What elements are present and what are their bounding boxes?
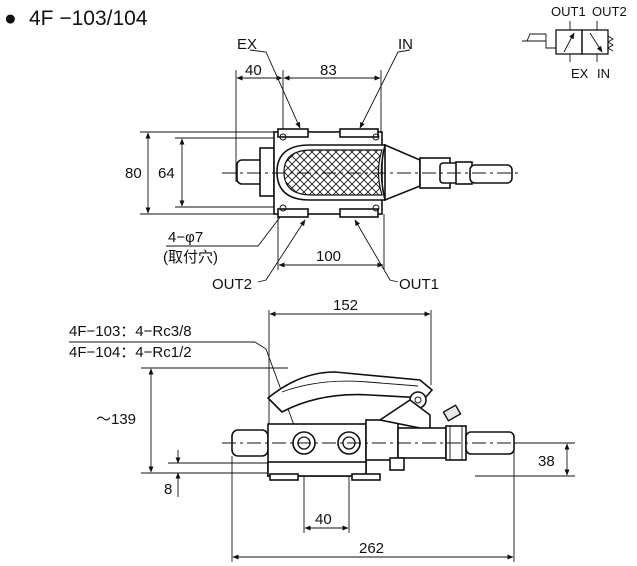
dim-152: 152 xyxy=(333,297,358,314)
title-bullet: ● xyxy=(4,7,17,30)
page-title: 4F −103/104 xyxy=(29,7,148,30)
dim-139: ～139 xyxy=(96,411,136,428)
symbol-label-ex: EX xyxy=(571,66,589,81)
dim-83: 83 xyxy=(320,62,337,79)
port-label-out2: OUT2 xyxy=(212,276,252,293)
port-label-in: IN xyxy=(398,36,413,53)
port-label-out1: OUT1 xyxy=(399,276,439,293)
top-view: 40 83 80 64 100 EX IN OUT2 OUT1 4−φ7 (取付… xyxy=(125,36,520,293)
dim-38: 38 xyxy=(538,453,555,470)
symbol-label-in: IN xyxy=(597,66,610,81)
dim-64: 64 xyxy=(158,165,175,182)
dim-8: 8 xyxy=(164,481,172,498)
mounting-hole-spec: 4−φ7 xyxy=(168,229,203,246)
port-label-ex: EX xyxy=(237,36,257,53)
valve-symbol: OUT1 OUT2 EX IN xyxy=(522,4,627,81)
dim-100: 100 xyxy=(316,248,341,265)
port-spec-103: 4F−103：4−Rc3/8 xyxy=(69,323,192,340)
port-spec-104: 4F−104：4−Rc1/2 xyxy=(69,344,192,361)
dim-80: 80 xyxy=(125,165,142,182)
dim-40-top: 40 xyxy=(245,62,262,79)
dim-262: 262 xyxy=(359,540,384,557)
side-view: 4F−103：4−Rc3/8 4F−104：4−Rc1/2 152 ～139 8… xyxy=(69,297,575,562)
dim-40-side: 40 xyxy=(315,511,332,528)
symbol-label-out1: OUT1 xyxy=(551,4,586,19)
mounting-hole-note: (取付穴) xyxy=(163,249,218,266)
symbol-label-out2: OUT2 xyxy=(592,4,627,19)
